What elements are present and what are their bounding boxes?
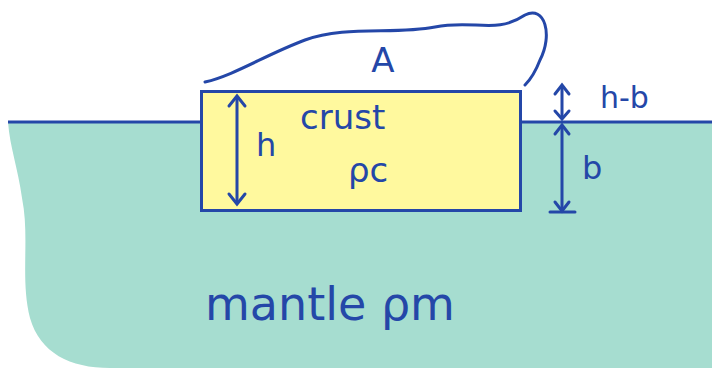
load-outline: A [195,5,550,90]
load-outline-path [205,13,546,85]
node-text: mantle ρm [205,281,455,327]
arrow-head [555,111,569,119]
arrow-head [229,96,245,106]
dimension-label: b [582,152,602,184]
node-text: crust [300,100,385,134]
mantle-region-path [8,122,712,368]
crust-block: crust ρc [200,90,522,212]
crust-fill [200,90,522,212]
dimension-label: h-b [600,83,649,113]
b-arrow [561,126,564,210]
h-arrow [236,97,239,203]
node-text: ρc [348,153,388,187]
arrow-head [229,194,245,204]
node-text: A [371,43,394,77]
h-b-arrow [561,86,564,118]
arrow-head [555,85,569,94]
dimension-label: h [256,129,276,161]
b-tick [550,211,575,214]
